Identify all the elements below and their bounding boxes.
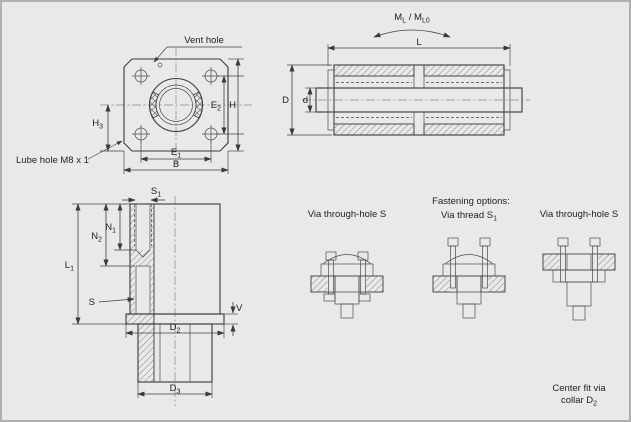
center-fit-line2: collar D2 (561, 395, 597, 408)
lube-hole-label: Lube hole M8 x 1 (16, 155, 89, 166)
fastening-fig-thread (432, 237, 506, 319)
center-fit-note: Center fit via collar D2 (552, 383, 606, 408)
dim-s: S (89, 297, 135, 308)
dim-e1: E1 (140, 142, 212, 163)
bolt-head (447, 237, 459, 247)
dim-d3: D3 (137, 382, 213, 398)
fastening-option-3-label: Via through-hole S (540, 209, 619, 220)
end-seal-left (327, 69, 335, 131)
dim-n1: N1 (105, 203, 136, 251)
dim-l1: L1 (65, 203, 130, 325)
nut (358, 293, 371, 302)
dim-h: H (228, 58, 244, 152)
bolt-head (357, 251, 369, 261)
fastening-option-2-label: Via thread S1 (441, 210, 497, 223)
side-view: ML / ML0 L D d (282, 12, 530, 136)
dim-label-v: V (236, 303, 243, 314)
dim-v: V (224, 302, 243, 336)
dim-l: L (327, 37, 511, 66)
section-view: S1 N1 N2 L1 S (65, 186, 243, 406)
dim-label-n1: N1 (105, 222, 116, 235)
dim-label-b: B (173, 159, 179, 170)
fastening-fig-collar-fit (542, 237, 616, 321)
dim-label-s1: S1 (151, 186, 161, 199)
dim-d-shaft: d (303, 87, 316, 113)
dim-s1: S1 (122, 186, 165, 203)
body-cylinder (137, 323, 213, 383)
dim-e2: E2 (211, 75, 244, 135)
end-seal-right (503, 69, 511, 131)
nut (323, 293, 336, 302)
lube-hole-callout: Lube hole M8 x 1 (16, 140, 123, 166)
dim-n2: N2 (91, 203, 135, 267)
dim-label-d2: D2 (170, 322, 181, 335)
collar-and-body (125, 313, 225, 383)
bolt-head (557, 237, 569, 247)
dim-label-d3: D3 (170, 383, 181, 396)
bearing-housing (327, 64, 511, 136)
centering-collar (566, 253, 592, 271)
center-bore (148, 77, 204, 133)
bolt-head (325, 251, 337, 261)
dim-label-h: H (229, 100, 236, 111)
fastening-option-1-label: Via through-hole S (308, 209, 387, 220)
dim-label-h3: H3 (92, 118, 103, 131)
dim-label-l: L (416, 37, 421, 48)
shaft (315, 87, 523, 113)
dim-label-l1: L1 (65, 260, 74, 273)
dim-d-outer: D (282, 64, 332, 136)
dim-label-d-outer: D (282, 95, 289, 106)
vent-hole-label: Vent hole (184, 35, 224, 46)
bolt-head (479, 237, 491, 247)
dim-h3: H3 (92, 104, 124, 152)
bolt-head (589, 237, 601, 247)
dim-label-e2: E2 (211, 100, 221, 113)
fastening-title: Fastening options: (432, 196, 510, 207)
vent-hole-callout: Vent hole (153, 35, 242, 68)
vent-hole (157, 62, 163, 68)
dim-label-d-shaft: d (303, 95, 308, 106)
dim-d2: D2 (125, 322, 225, 338)
dim-label-s: S (89, 297, 95, 308)
center-fit-line1: Center fit via (552, 383, 606, 394)
moment-callout: ML / ML0 (373, 12, 451, 38)
dim-label-n2: N2 (91, 231, 102, 244)
dim-b: B (123, 151, 229, 174)
fastening-options: Fastening options: Via through-hole S Vi… (308, 196, 619, 408)
front-view: Vent hole Lube hole M8 x 1 H3 E2 H (16, 35, 252, 174)
flange-outline (123, 58, 229, 152)
moment-label: ML / ML0 (394, 12, 430, 25)
fastening-fig-through-hole-nuts (310, 251, 384, 319)
dim-label-e1: E1 (171, 147, 181, 160)
